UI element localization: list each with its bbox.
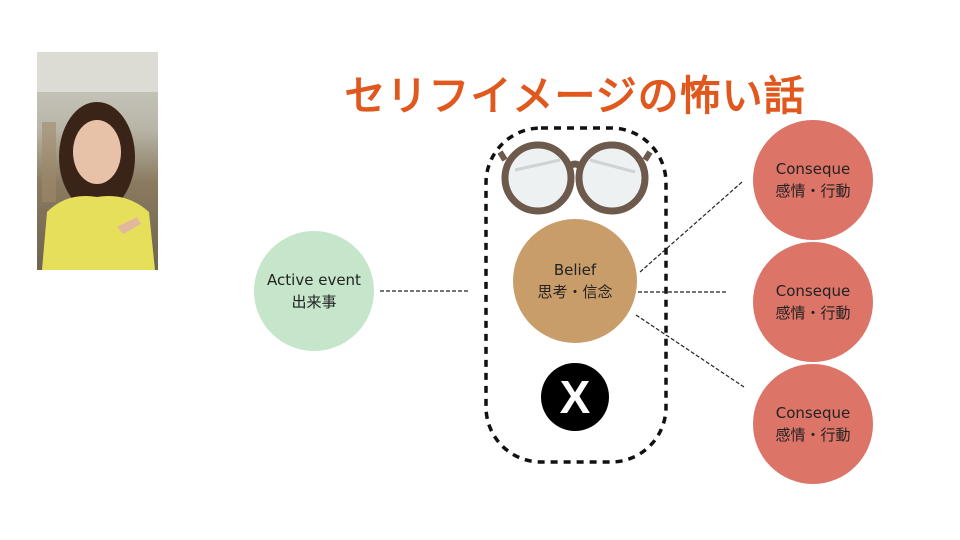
consequence-node-2: Conseque 感情・行動 — [753, 242, 873, 362]
connector-belief-consequence-1 — [639, 181, 743, 273]
glasses-icon — [497, 141, 653, 215]
consequence-node-1: Conseque 感情・行動 — [753, 120, 873, 240]
belief-node: Belief 思考・信念 — [513, 219, 637, 343]
consequence-label-ja: 感情・行動 — [775, 426, 851, 444]
consequence-label-en: Conseque — [775, 404, 851, 422]
active-event-node: Active event 出来事 — [254, 231, 374, 351]
slide-title: セリフイメージの怖い話 — [344, 72, 806, 120]
consequence-label-en: Conseque — [775, 282, 851, 300]
consequence-node-3: Conseque 感情・行動 — [753, 364, 873, 484]
belief-label-ja: 思考・信念 — [537, 283, 613, 301]
active-event-label-ja: 出来事 — [291, 293, 337, 311]
belief-group-outline — [484, 126, 668, 464]
consequence-label-ja: 感情・行動 — [775, 182, 851, 200]
x-mark-icon: X — [541, 363, 609, 431]
consequence-label-en: Conseque — [775, 160, 851, 178]
active-event-label-en: Active event — [267, 271, 361, 289]
presenter-video — [37, 52, 158, 270]
connector-belief-consequence-3 — [635, 314, 745, 388]
belief-label-en: Belief — [553, 261, 597, 279]
presenter-figure — [37, 52, 158, 270]
x-mark-label: X — [559, 371, 591, 423]
consequence-label-ja: 感情・行動 — [775, 304, 851, 322]
